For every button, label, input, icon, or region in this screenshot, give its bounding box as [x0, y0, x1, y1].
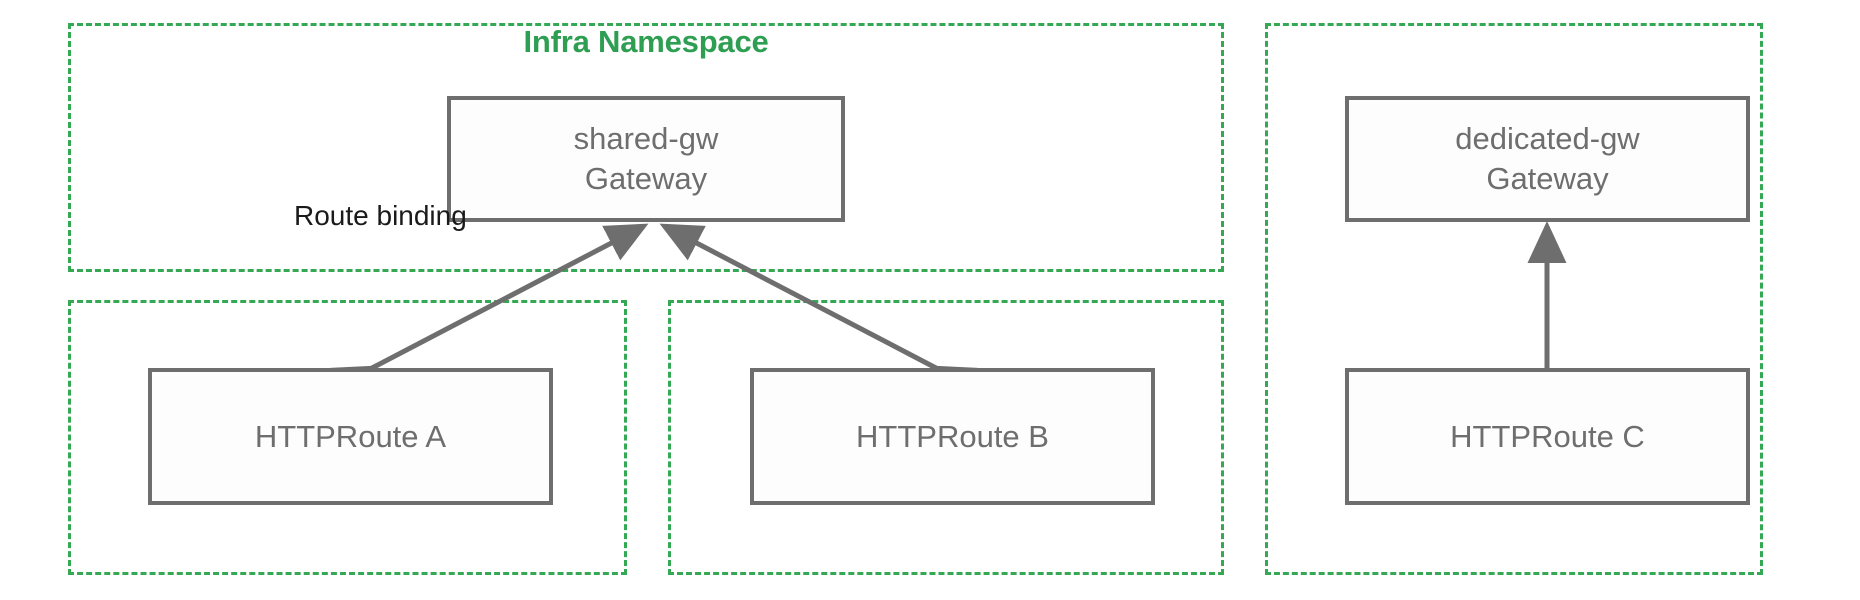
node-shared-gw[interactable]: shared-gw Gateway [447, 96, 845, 222]
node-httproute-c[interactable]: HTTPRoute C [1345, 368, 1750, 505]
namespace-label-infra: Infra Namespace [523, 24, 769, 59]
node-shared-gw-line1: shared-gw [573, 121, 719, 157]
edge-label-route-binding: Route binding [294, 200, 467, 231]
namespace-box-c [1265, 23, 1763, 575]
node-httproute-a[interactable]: HTTPRoute A [148, 368, 553, 505]
node-httproute-c-label: HTTPRoute C [1450, 418, 1645, 454]
node-dedicated-gw[interactable]: dedicated-gw Gateway [1345, 96, 1750, 222]
node-dedicated-gw-line2: Gateway [1486, 161, 1609, 196]
node-dedicated-gw-line1: dedicated-gw [1455, 121, 1640, 157]
node-httproute-a-label: HTTPRoute A [254, 418, 447, 454]
node-shared-gw-line2: Gateway [584, 161, 708, 196]
node-httproute-b-label: HTTPRoute B [856, 418, 1049, 454]
node-httproute-b[interactable]: HTTPRoute B [750, 368, 1155, 505]
